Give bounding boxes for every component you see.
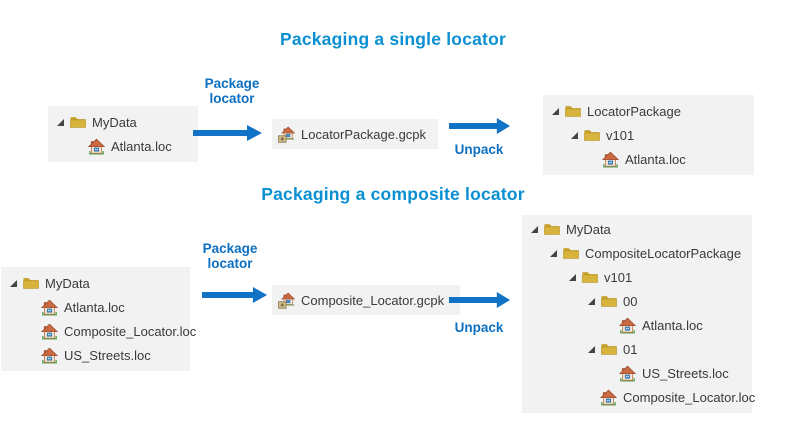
tree-item-label: LocatorPackage.gcpk: [301, 126, 427, 142]
tree-row: LocatorPackage: [551, 99, 744, 123]
tree-row: MyData: [56, 110, 188, 134]
tree-item-label: v101: [604, 269, 633, 285]
tree-row: v101: [551, 123, 744, 147]
tree-item-label: LocatorPackage: [587, 103, 681, 119]
arrow-right-icon: [193, 125, 262, 141]
folder-icon: [583, 127, 600, 144]
expander-down-icon: [530, 225, 543, 234]
expander-down-icon: [549, 249, 562, 258]
package-file-composite: Composite_Locator.gcpk: [272, 285, 460, 315]
tree-item-label: 00: [623, 293, 638, 309]
section-title-composite: Packaging a composite locator: [261, 184, 525, 204]
arrow-right-icon: [449, 292, 511, 308]
tree-item-label: Composite_Locator.gcpk: [301, 292, 445, 308]
tree-item-label: 01: [623, 341, 638, 357]
unpack-label: Unpack: [454, 320, 504, 335]
locator-icon: [602, 151, 619, 168]
tree-row: US_Streets.loc: [530, 361, 742, 385]
tree-item-label: MyData: [45, 275, 90, 291]
locator-icon: [600, 389, 617, 406]
tree-row: US_Streets.loc: [9, 343, 180, 367]
tree-row: Atlanta.loc: [56, 134, 188, 158]
tree-row: Composite_Locator.loc: [9, 319, 196, 343]
locator-icon: [619, 365, 636, 382]
expander-down-icon: [587, 297, 600, 306]
folder-icon: [562, 245, 579, 262]
folder-icon: [600, 293, 617, 310]
folder-icon: [600, 341, 617, 358]
package-locator-label: Package locator: [204, 76, 260, 106]
locator-package-icon: [278, 292, 295, 309]
tree-item-label: MyData: [92, 114, 137, 130]
unpack-label: Unpack: [454, 142, 504, 157]
tree-row: 00: [530, 289, 742, 313]
tree-item-label: Atlanta.loc: [111, 138, 172, 154]
tree-row: LocatorPackage.gcpk: [278, 122, 426, 146]
folder-icon: [581, 269, 598, 286]
tree-row: Composite_Locator.gcpk: [278, 288, 448, 312]
tree-row: MyData: [530, 217, 742, 241]
folder-icon: [564, 103, 581, 120]
folder-icon: [543, 221, 560, 238]
tree-row: CompositeLocatorPackage: [530, 241, 742, 265]
locator-icon: [88, 138, 105, 155]
tree-row: Atlanta.loc: [9, 295, 180, 319]
tree-row: Atlanta.loc: [551, 147, 744, 171]
tree-row: MyData: [9, 271, 180, 295]
locator-icon: [41, 347, 58, 364]
package-file-single: LocatorPackage.gcpk: [272, 119, 438, 149]
tree-item-label: Composite_Locator.loc: [64, 323, 197, 339]
expander-down-icon: [568, 273, 581, 282]
arrow-right-icon: [449, 118, 511, 134]
folder-icon: [69, 114, 86, 131]
tree-item-label: v101: [606, 127, 635, 143]
tree-item-label: CompositeLocatorPackage: [585, 245, 742, 261]
expander-down-icon: [587, 345, 600, 354]
tree-item-label: Atlanta.loc: [642, 317, 703, 333]
tree-row: Composite_Locator.loc: [530, 385, 755, 409]
locator-package-icon: [278, 126, 295, 143]
expander-down-icon: [551, 107, 564, 116]
tree-item-label: MyData: [566, 221, 611, 237]
expander-down-icon: [9, 279, 22, 288]
expander-down-icon: [570, 131, 583, 140]
folder-icon: [22, 275, 39, 292]
locator-icon: [41, 323, 58, 340]
arrow-right-icon: [202, 287, 268, 303]
tree-row: v101: [530, 265, 742, 289]
locator-icon: [619, 317, 636, 334]
tree-item-label: Atlanta.loc: [625, 151, 686, 167]
tree-item-label: Atlanta.loc: [64, 299, 125, 315]
tree-item-label: US_Streets.loc: [64, 347, 151, 363]
tree-item-label: US_Streets.loc: [642, 365, 729, 381]
tree-row: 01: [530, 337, 742, 361]
tree-item-label: Composite_Locator.loc: [623, 389, 756, 405]
expander-down-icon: [56, 118, 69, 127]
section-title-single: Packaging a single locator: [280, 29, 506, 49]
locator-icon: [41, 299, 58, 316]
package-locator-label: Package locator: [202, 241, 258, 271]
tree-row: Atlanta.loc: [530, 313, 742, 337]
